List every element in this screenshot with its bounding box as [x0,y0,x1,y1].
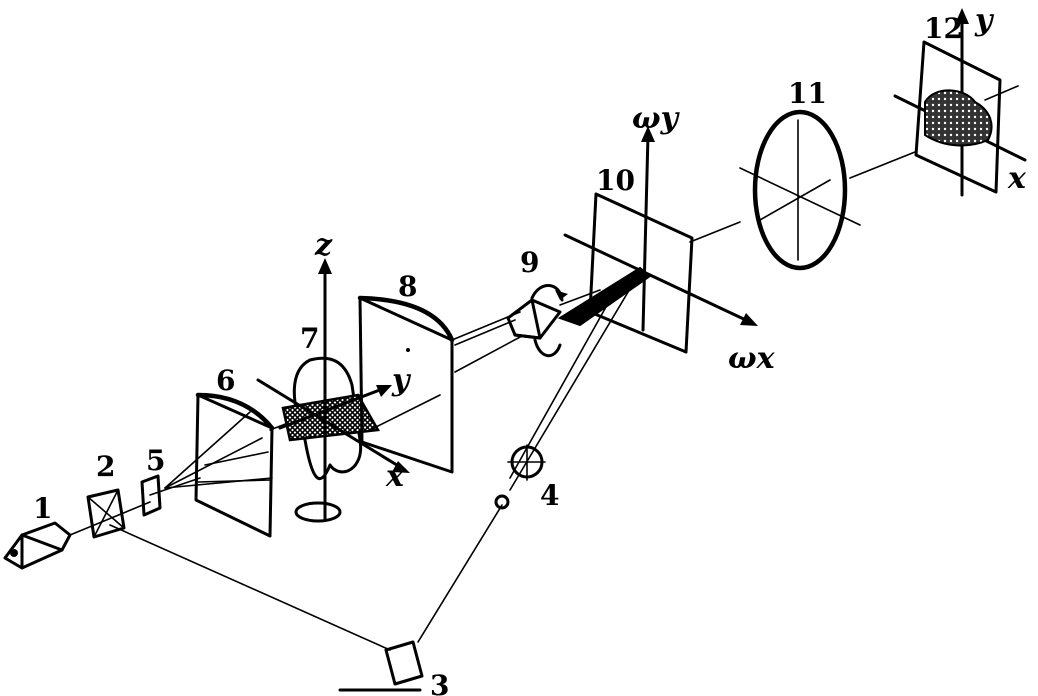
label-1: 1 [33,492,52,525]
label-9: 9 [520,246,539,279]
beam-splitter-cube [86,488,126,539]
axis-label-y-output: y [974,3,995,38]
axis-label-x-output: x [1007,161,1027,196]
modulator-cell [506,284,568,358]
axis-labels: z y x ωy ωx y x [314,3,1027,494]
output-screen [893,8,1027,197]
axis-label-omega-y: ωy [632,101,681,136]
collimating-lens [194,392,275,538]
output-lens [739,109,861,271]
label-4: 4 [540,479,559,512]
laser-source [3,521,72,570]
object-axes [256,258,441,522]
label-6: 6 [216,364,235,397]
reference-mirror [338,640,424,692]
label-8: 8 [398,270,417,303]
fourier-lens [357,295,455,474]
beam-8-to-9 [454,319,523,373]
label-11: 11 [788,77,827,110]
reference-lens [494,444,546,510]
axis-label-y-object: y [391,363,412,398]
label-10: 10 [596,164,635,197]
axis-label-z: z [314,228,333,263]
label-12: 12 [924,12,963,45]
frequency-plane [563,126,758,354]
label-5: 5 [146,444,165,477]
object-specimen [281,356,381,523]
label-3: 3 [430,669,449,696]
label-7: 7 [300,322,319,355]
mirror-element [140,474,162,517]
axis-label-omega-x: ωx [728,341,776,376]
beam-9-to-10 [557,266,652,327]
label-2: 2 [96,450,115,483]
element-labels: 1 2 3 4 5 6 7 8 9 10 11 12 [33,12,963,696]
axis-label-x-object: x [385,459,405,494]
